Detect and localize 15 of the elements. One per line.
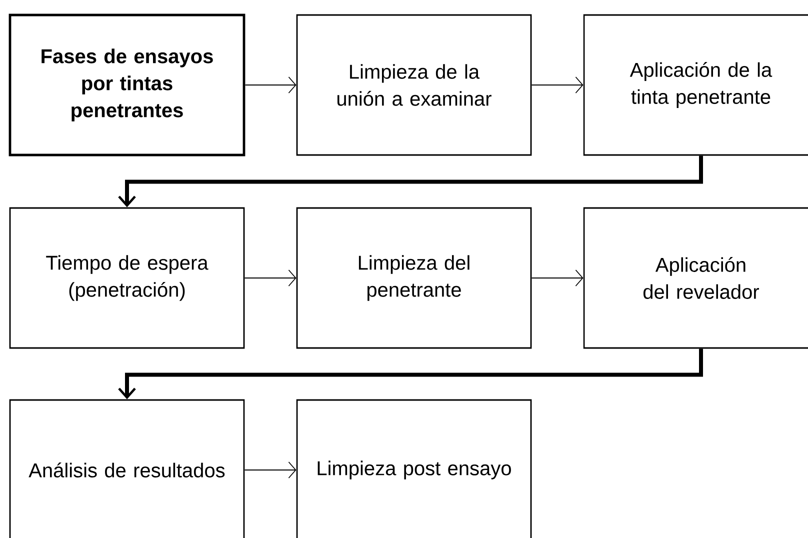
process-box: Aplicación de la tinta penetrante (583, 14, 808, 156)
arrow (531, 76, 584, 94)
arrow (244, 270, 296, 286)
arrow (118, 156, 703, 208)
process-box: Aplicación del revelador (583, 207, 808, 349)
arrow (244, 462, 296, 478)
arrow (118, 348, 703, 400)
process-box: Análisis de resultados (9, 399, 245, 538)
process-box: Fases de ensayos por tintas penetrantes (8, 14, 246, 156)
process-box: Limpieza post ensayo (296, 399, 532, 538)
process-box: Limpieza de la unión a examinar (296, 14, 532, 156)
process-box: Limpieza del penetrante (296, 207, 532, 349)
arrow (244, 76, 296, 94)
process-box: Tiempo de espera (penetración) (9, 207, 245, 349)
arrow (531, 270, 584, 286)
